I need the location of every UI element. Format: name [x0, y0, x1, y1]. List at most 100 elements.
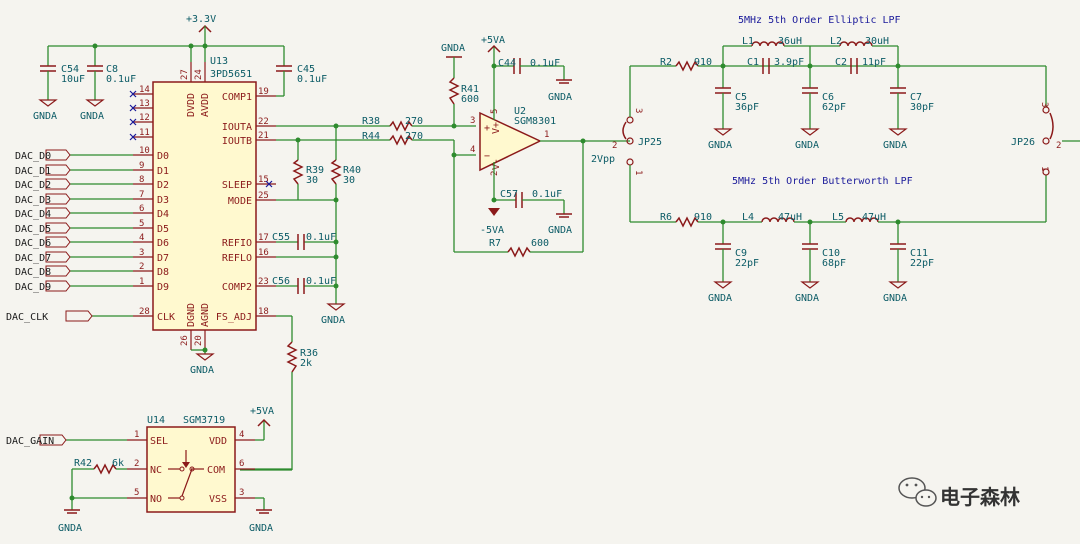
u2-value: SGM8301: [514, 116, 556, 127]
gnda-symbol: GNDA: [33, 96, 58, 122]
u13-pin-num: 18: [258, 307, 269, 317]
u13-pin-agnd: AGND: [200, 303, 211, 327]
gnda-label: GNDA: [883, 140, 907, 151]
wechat-icon: [898, 477, 937, 507]
l1-ref: L1: [742, 36, 754, 47]
u2-minus: −: [484, 151, 490, 162]
dac-input-label: DAC_D8: [15, 267, 51, 278]
gnda-symbol: GNDA: [795, 278, 820, 304]
dac-input-label: DAC_D6: [15, 238, 51, 249]
u2-opamp: + − 3 4 1 U2 SGM8301 V+ V- 5 2: [451, 46, 630, 252]
u14-value: SGM3719: [183, 415, 225, 426]
u13-pin-name: MODE: [228, 196, 252, 207]
c10-ref: C10: [822, 248, 840, 259]
c9-value: 22pF: [735, 258, 759, 269]
c45-value: 0.1uF: [297, 74, 327, 85]
c11-ref: C11: [910, 248, 928, 259]
u13-pin-num: 19: [258, 87, 269, 97]
resistor-r41: GNDA R41 600: [441, 43, 479, 129]
c55-value: 0.1uF: [306, 232, 336, 243]
r44-ref: R44: [362, 131, 380, 142]
u13-right-pins: 19COMP122IOUTA21IOUTB15SLEEP25MODE17REFI…: [216, 87, 276, 323]
gnda-label: GNDA: [190, 365, 214, 376]
no-connect-mark: [129, 90, 137, 98]
jp26-pin-1: 1: [1039, 166, 1049, 171]
u13-pin-name: REFLO: [222, 253, 252, 264]
c54-ref: C54: [61, 64, 79, 75]
l1-value: 36uH: [778, 36, 802, 47]
u13-pin-num: 15: [258, 175, 269, 185]
power-3v3-label: +3.3V: [186, 14, 216, 25]
u13-pin-num: 11: [139, 128, 150, 138]
jp26-pin-3: 3: [1039, 102, 1049, 107]
u13-pin-num: 21: [258, 131, 269, 141]
c57-ref: C57: [500, 189, 518, 200]
u13-pin-num: 14: [139, 85, 150, 95]
u2-pin-4: 4: [470, 145, 475, 155]
u13-pin-27: 27: [180, 69, 190, 80]
u13-pin-24: 24: [194, 69, 204, 80]
power-5va-label: +5VA: [481, 35, 505, 46]
r6-ref: R6: [660, 212, 672, 223]
u14-ref: U14: [147, 415, 165, 426]
u14-nc: NC: [150, 465, 162, 476]
u2-ref: U2: [514, 106, 526, 117]
u13-pin-name: COMP2: [222, 282, 252, 293]
gnda-symbol: GNDA: [80, 96, 105, 122]
watermark-text: 电子森林: [940, 485, 1020, 509]
c6-value: 62pF: [822, 102, 846, 113]
r6-value: 910: [694, 212, 712, 223]
u2-pin-5: 5: [490, 109, 500, 114]
dac-input-label: DAC_D3: [15, 195, 51, 206]
c10-value: 68pF: [822, 258, 846, 269]
u13-pin-name: D7: [157, 253, 169, 264]
net-2vpp: 2Vpp: [591, 154, 615, 165]
jumper-jp25: JP25 3 2 1 2Vpp: [591, 65, 676, 223]
u14-sel: SEL: [150, 436, 168, 447]
u2-vn-label: V-: [491, 158, 502, 170]
c7-value: 30pF: [910, 102, 934, 113]
u13-pin-num: 16: [258, 248, 269, 258]
c57-value: 0.1uF: [532, 189, 562, 200]
u13-pin-num: 10: [139, 146, 150, 156]
u13-pin-name: CLK: [157, 312, 175, 323]
u14-pin-4: 4: [239, 430, 244, 440]
c45-ref: C45: [297, 64, 315, 75]
r36-ref: R36: [300, 348, 318, 359]
c56-ref: C56: [272, 276, 290, 287]
u13-pin-num: 7: [139, 190, 144, 200]
c57-gnda: GNDA: [548, 225, 572, 236]
watermark: 电子森林: [898, 477, 1020, 509]
u13-pin-avdd: AVDD: [200, 93, 211, 117]
r40-ref: R40: [343, 165, 361, 176]
resistor-r38: R38 270: [362, 116, 476, 132]
butterworth-title: 5MHz 5th Order Butterworth LPF: [732, 176, 913, 187]
gnda-symbol: GNDA: [883, 278, 908, 304]
u14-pin-2: 2: [134, 459, 139, 469]
u14-gnda: GNDA: [249, 523, 273, 534]
u13-pin-dvdd: DVDD: [186, 93, 197, 117]
resistor-r39: R39 30: [292, 159, 324, 186]
u13-ref: U13: [210, 56, 228, 67]
jp25-ref: JP25: [638, 137, 662, 148]
resistor-r40: R40 30: [330, 159, 361, 186]
no-connect-mark: [129, 118, 137, 126]
u13-pin-num: 23: [258, 277, 269, 287]
elliptic-title: 5MHz 5th Order Elliptic LPF: [738, 15, 901, 26]
c55-ref: C55: [272, 232, 290, 243]
r7-ref: R7: [489, 238, 501, 249]
r2-ref: R2: [660, 57, 672, 68]
resistor-r36: R36 2k: [286, 341, 318, 373]
jp26-ref: JP26: [1011, 137, 1035, 148]
u14-switch: U14 SGM3719 1 2 5 4 6 3 SEL NC NO VDD CO…: [6, 406, 292, 534]
l2-value: 30uH: [865, 36, 889, 47]
dac-gain-text: DAC_GAIN: [6, 436, 54, 447]
cap-c54: C54 10uF: [40, 46, 85, 96]
r41-ref: R41: [461, 84, 479, 95]
u13-pin-num: 5: [139, 219, 144, 229]
jumper-jp26: JP26 3 2 1: [1011, 66, 1080, 222]
r40-value: 30: [343, 175, 355, 186]
gnda-label: GNDA: [708, 293, 732, 304]
u14-pin-3: 3: [239, 488, 244, 498]
